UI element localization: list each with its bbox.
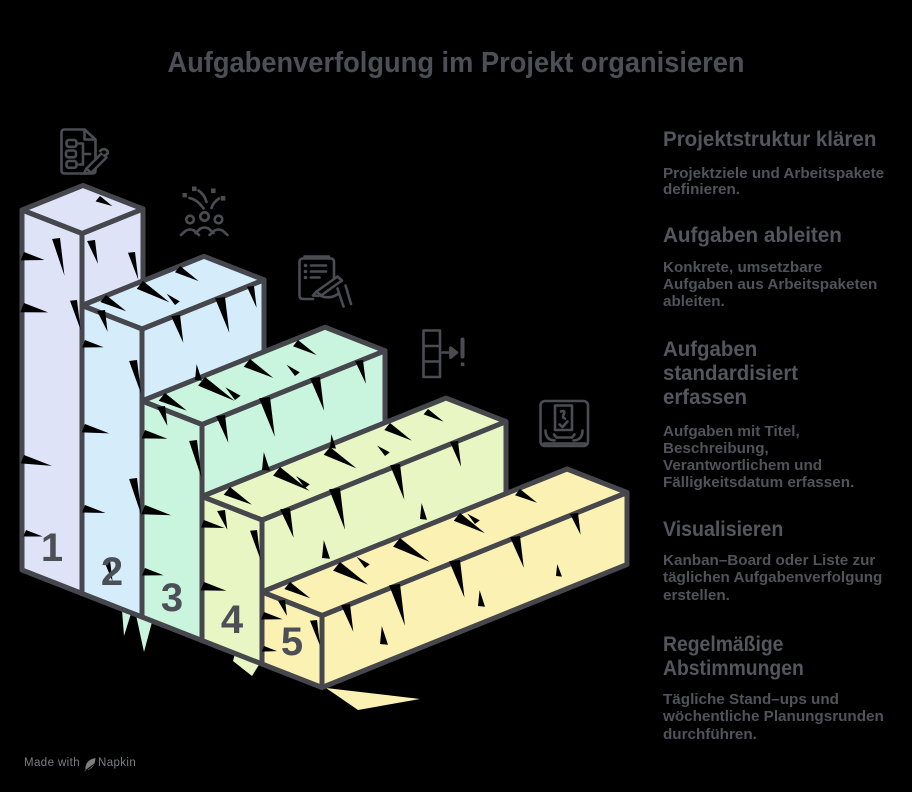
svg-text:5: 5 — [281, 620, 303, 664]
svg-text:3: 3 — [161, 576, 183, 620]
svg-text:4: 4 — [221, 598, 244, 642]
svg-text:2: 2 — [101, 550, 123, 594]
svg-text:1: 1 — [41, 526, 63, 570]
